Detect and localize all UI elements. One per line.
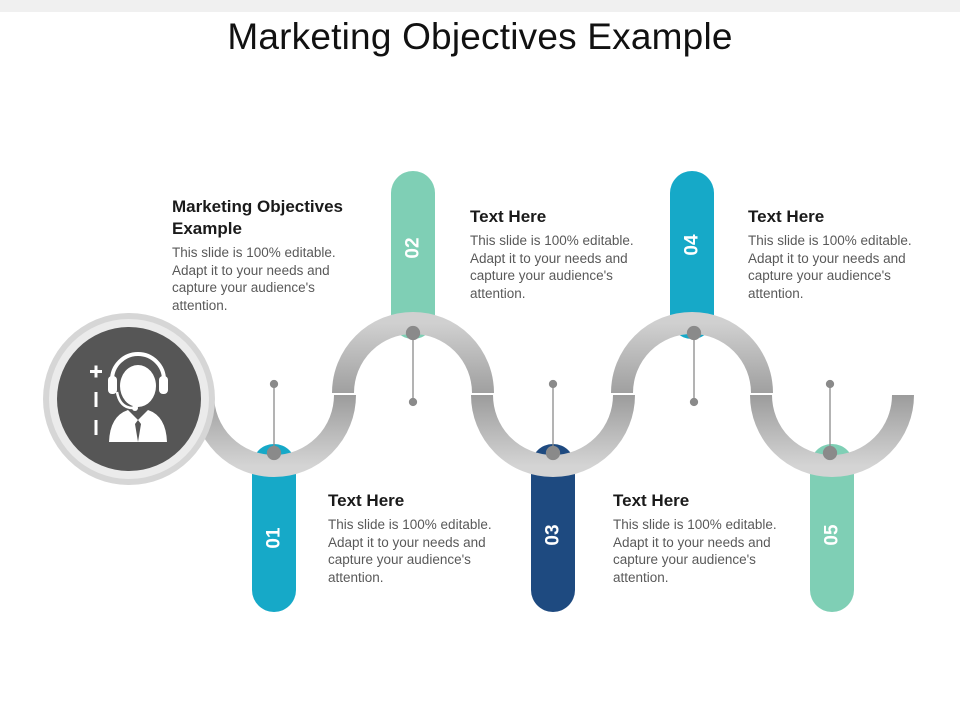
- step-pill-03: 03: [531, 444, 575, 612]
- connector-04: [686, 325, 702, 407]
- connector-05: [822, 379, 838, 461]
- step-number-04: 04: [682, 234, 703, 256]
- text-block-4: Text Here This slide is 100% editable. A…: [328, 490, 500, 586]
- connector-01: [266, 379, 282, 461]
- connector-02: [405, 325, 421, 407]
- block-body: This slide is 100% editable. Adapt it to…: [328, 517, 492, 585]
- slide-title: Marketing Objectives Example: [227, 16, 733, 57]
- pill-shape: [531, 444, 575, 612]
- wave-arc-4: [611, 312, 773, 394]
- pill-shape: [391, 171, 435, 339]
- step-number-05: 05: [822, 524, 843, 546]
- step-pill-04: 04: [670, 171, 714, 339]
- pill-shape: [670, 171, 714, 339]
- pill-shape: [810, 444, 854, 612]
- text-block-3: Text Here This slide is 100% editable. A…: [748, 206, 920, 302]
- step-pill-01: 01: [252, 444, 296, 612]
- block-body: This slide is 100% editable. Adapt it to…: [748, 233, 912, 301]
- wave-arc-3: [471, 394, 635, 477]
- customer-support-agent-icon: [43, 313, 215, 485]
- block-body: This slide is 100% editable. Adapt it to…: [613, 517, 777, 585]
- block-body: This slide is 100% editable. Adapt it to…: [470, 233, 634, 301]
- block-heading: Text Here: [328, 491, 405, 510]
- step-pill-02: 02: [391, 171, 435, 339]
- connector-03: [545, 379, 561, 461]
- block-body: This slide is 100% editable. Adapt it to…: [172, 245, 336, 313]
- top-strip: [0, 0, 960, 12]
- step-pill-05: 05: [810, 444, 854, 612]
- text-block-2: Text Here This slide is 100% editable. A…: [470, 206, 642, 302]
- block-heading: Marketing Objectives Example: [172, 197, 344, 238]
- step-number-02: 02: [403, 237, 424, 258]
- step-number-01: 01: [264, 527, 285, 549]
- wave-arc-2: [332, 312, 494, 394]
- block-heading: Text Here: [748, 207, 825, 226]
- step-number-03: 03: [543, 524, 564, 545]
- block-heading: Text Here: [470, 207, 547, 226]
- text-block-5: Text Here This slide is 100% editable. A…: [613, 490, 785, 586]
- text-block-1: Marketing Objectives Example This slide …: [172, 196, 364, 314]
- wave-arc-5: [750, 394, 914, 477]
- pill-shape: [252, 444, 296, 612]
- block-heading: Text Here: [613, 491, 690, 510]
